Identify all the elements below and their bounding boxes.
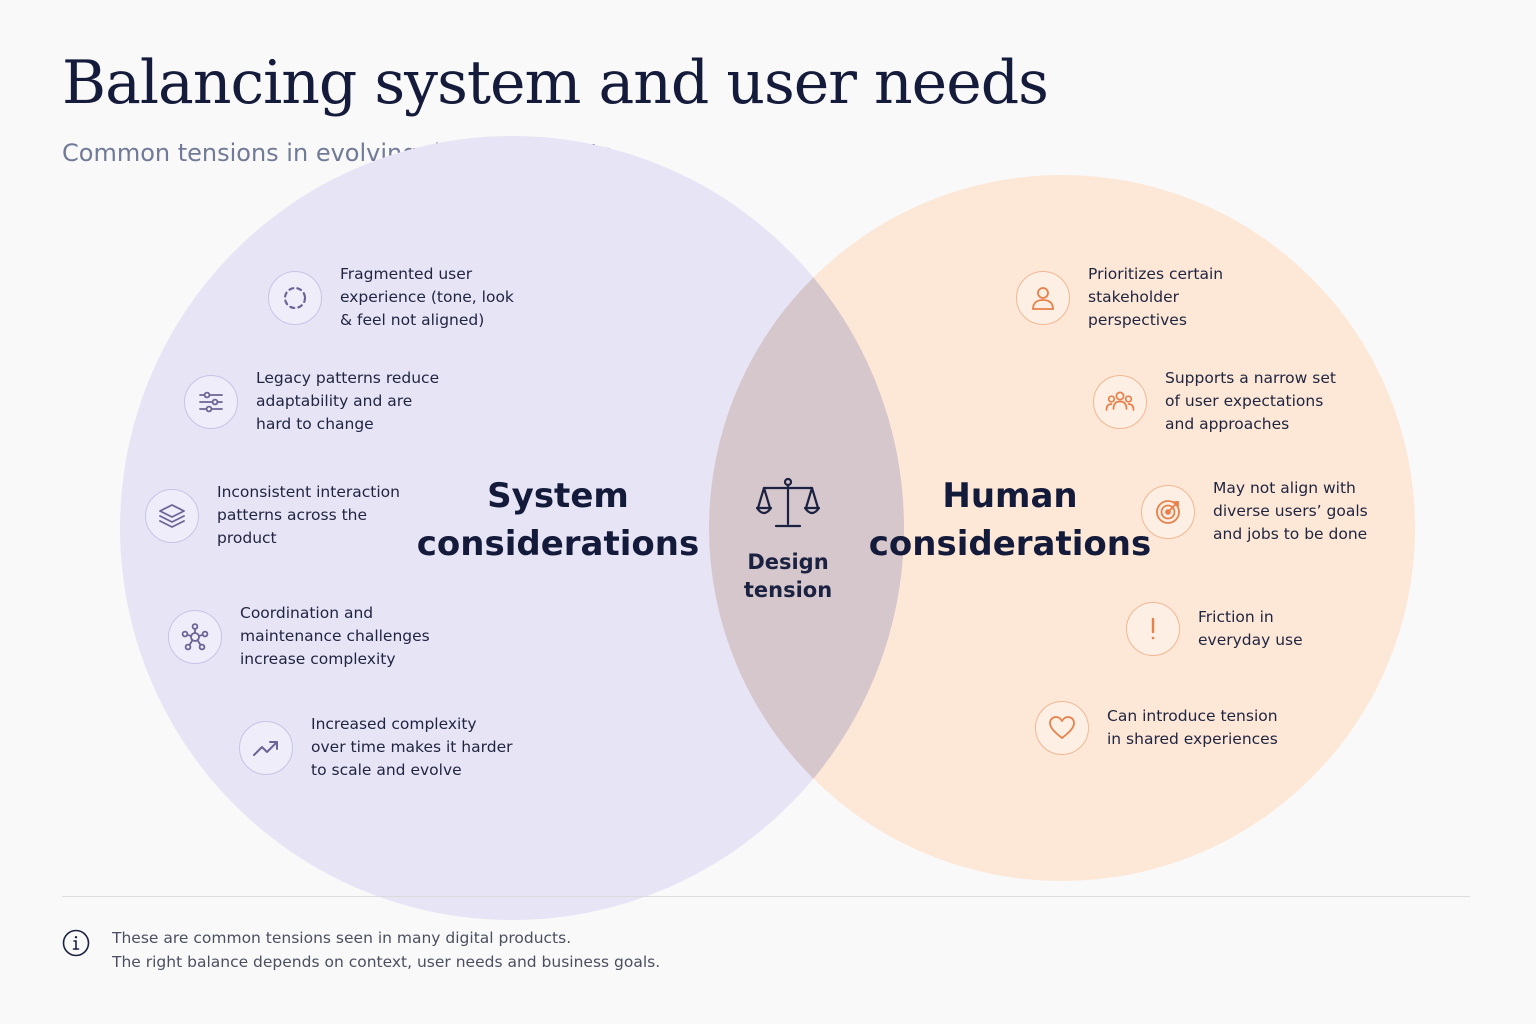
human-item-diverse-goals: May not align with diverse users’ goals …: [1141, 477, 1391, 546]
system-item-increased-complexity: Increased complexity over time makes it …: [239, 713, 529, 782]
system-item-inconsistent-patterns: Inconsistent interaction patterns across…: [145, 481, 415, 550]
human-item-shared-experiences: Can introduce tension in shared experien…: [1035, 701, 1295, 755]
info-icon: [62, 929, 90, 957]
human-item-stakeholder-perspectives: Prioritizes certain stakeholder perspect…: [1016, 263, 1266, 332]
system-circle: [120, 136, 904, 920]
system-item-legacy-patterns: Legacy patterns reduce adaptability and …: [184, 367, 454, 436]
footnote-line1: These are common tensions seen in many d…: [112, 929, 572, 947]
human-item-text: May not align with diverse users’ goals …: [1213, 479, 1368, 543]
center-label-line1: Design: [747, 550, 829, 574]
footer-divider: [62, 896, 1470, 897]
system-item-text: Legacy patterns reduce adaptability and …: [256, 369, 440, 433]
system-label-line1: System: [487, 476, 629, 516]
design-tension-label: Design tension: [728, 548, 848, 604]
system-considerations-label: System considerations: [412, 472, 704, 568]
page-title: Balancing system and user needs: [62, 48, 1049, 118]
footnote: These are common tensions seen in many d…: [112, 926, 660, 974]
target-icon: [1141, 484, 1195, 539]
system-item-coordination: Coordination and maintenance challenges …: [168, 602, 448, 671]
system-item-text: Increased complexity over time makes it …: [311, 715, 513, 779]
system-item-text: Fragmented user experience (tone, look &…: [340, 265, 514, 329]
system-item-text: Inconsistent interaction patterns across…: [217, 483, 400, 547]
person-icon: [1016, 270, 1070, 325]
exclamation-icon: [1126, 602, 1180, 656]
human-item-text: Supports a narrow set of user expectatio…: [1165, 369, 1336, 433]
system-item-text: Coordination and maintenance challenges …: [240, 604, 430, 668]
group-icon: [1093, 374, 1147, 429]
scale-icon: [756, 477, 820, 528]
heart-icon: [1035, 701, 1089, 755]
human-item-friction: Friction in everyday use: [1126, 602, 1326, 656]
human-item-text: Prioritizes certain stakeholder perspect…: [1088, 265, 1224, 329]
center-label-line2: tension: [743, 578, 833, 602]
sliders-icon: [184, 374, 238, 429]
human-item-text: Friction in everyday use: [1198, 608, 1303, 649]
dashed-circle-icon: [268, 270, 322, 325]
system-label-line2: considerations: [416, 524, 700, 564]
system-item-fragmented-experience: Fragmented user experience (tone, look &…: [268, 263, 528, 332]
human-considerations-label: Human considerations: [868, 472, 1152, 568]
human-label-line1: Human: [942, 476, 1078, 516]
footnote-line2: The right balance depends on context, us…: [112, 953, 661, 971]
human-label-line2: considerations: [868, 524, 1152, 564]
human-item-narrow-expectations: Supports a narrow set of user expectatio…: [1093, 367, 1358, 436]
human-item-text: Can introduce tension in shared experien…: [1107, 707, 1278, 748]
network-icon: [168, 609, 222, 664]
trend-up-icon: [239, 720, 293, 775]
human-circle: [709, 175, 1415, 881]
layers-icon: [145, 488, 199, 543]
